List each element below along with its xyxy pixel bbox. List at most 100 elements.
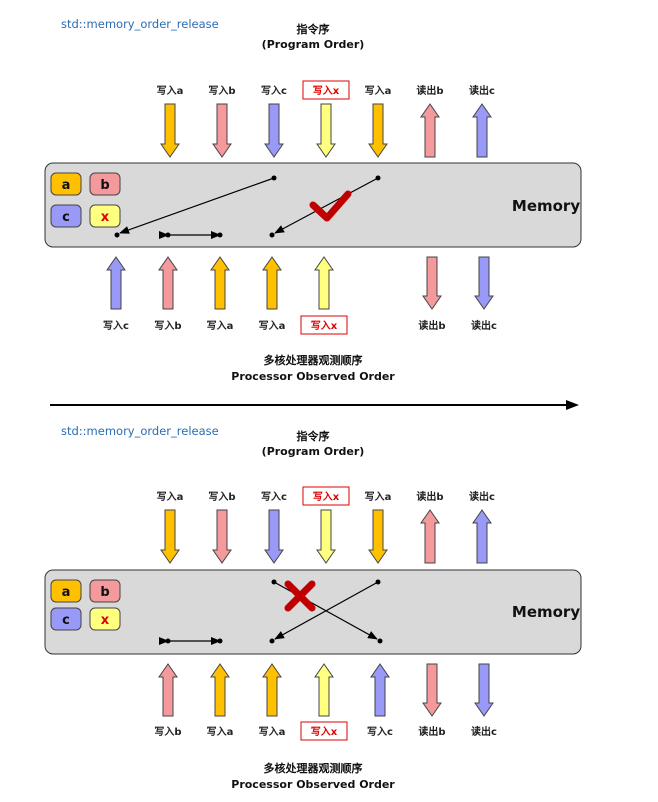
bottom-label: 写入c [367,726,393,738]
read-up-arrow [420,509,440,564]
observed-down-arrow [474,256,494,310]
memory-label: Memory [512,603,580,621]
reorder-point [269,638,275,644]
program-order-title-cn: 指令序 [297,429,330,443]
observed-title-en: Processor Observed Order [231,370,395,383]
top-label: 写入a [365,85,392,97]
bottom-label: 读出b [418,725,445,738]
write-down-arrow [316,509,336,564]
highlight-box [300,721,348,741]
observed-up-arrow [158,663,178,717]
top-label: 读出b [416,490,443,503]
reorder-point [271,175,277,181]
chip-c-label: c [62,210,70,225]
memory-box [44,569,582,655]
program-order-title-en: (Program Order) [262,38,365,51]
bottom-label: 写入a [259,320,286,332]
chip-c [50,204,82,228]
chip-a [50,579,82,603]
bottom-label: 写入b [154,726,181,738]
observed-down-arrow [422,663,442,717]
check-mark-icon [309,190,352,222]
observed-title-cn: 多核处理器观测顺序 [264,761,363,775]
chip-x [89,204,121,228]
reorder-point [165,638,171,644]
top-label: 写入a [157,85,184,97]
program-order-title-cn: 指令序 [297,22,330,36]
bottom-label: 写入c [103,320,129,332]
observed-up-arrow [314,663,334,717]
write-down-arrow [212,509,232,564]
section-release-ordered: std::memory_order_release 指令序 (Program O… [44,17,582,383]
chip-b [89,579,121,603]
reorder-point [217,638,223,644]
chip-a-label: a [62,585,71,600]
read-up-arrow [420,103,440,158]
chip-b-label: b [100,178,109,193]
bottom-label: 写入a [207,320,234,332]
highlight-box [302,80,350,100]
section-header: std::memory_order_release [61,424,219,438]
chip-b-label: b [100,585,109,600]
top-label: 写入b [208,85,235,97]
time-divider-arrowhead [566,400,579,410]
highlight-box [302,486,350,506]
observed-title-en: Processor Observed Order [231,778,395,791]
write-down-arrow [264,103,284,158]
reorder-point [375,175,381,181]
program-order-title-en: (Program Order) [262,445,365,458]
bottom-label-highlighted: 写入x [311,726,338,738]
top-label: 读出c [469,490,495,503]
top-label: 写入a [365,491,392,503]
observed-down-arrow [474,663,494,717]
reorder-point [271,579,277,585]
reorder-arrow [119,177,275,234]
bottom-label: 读出c [471,725,497,738]
write-down-arrow [160,509,180,564]
observed-title-cn: 多核处理器观测顺序 [264,353,363,367]
reorder-point [269,232,275,238]
chip-a [50,172,82,196]
top-label-highlighted: 写入x [313,491,340,503]
observed-up-arrow [262,256,282,310]
highlight-box [300,315,348,335]
read-up-arrow [472,103,492,158]
section-header: std::memory_order_release [61,17,219,31]
cross-mark-icon [284,580,316,612]
chip-c-label: c [62,613,70,628]
write-down-arrow [368,103,388,158]
observed-down-arrow [422,256,442,310]
bottom-label: 写入b [154,320,181,332]
chip-x-label: x [101,210,110,225]
chip-x [89,607,121,631]
top-label: 写入a [157,491,184,503]
bottom-label: 写入a [259,726,286,738]
bottom-label: 写入a [207,726,234,738]
top-label: 写入c [261,491,287,503]
write-down-arrow [212,103,232,158]
top-label: 写入c [261,85,287,97]
reorder-point [375,579,381,585]
chip-a-label: a [62,178,71,193]
observed-up-arrow [370,663,390,717]
observed-up-arrow [314,256,334,310]
bottom-label: 读出b [418,319,445,332]
observed-up-arrow [210,256,230,310]
observed-up-arrow [262,663,282,717]
write-down-arrow [160,103,180,158]
section-release-violated: std::memory_order_release 指令序 (Program O… [44,424,582,791]
top-label: 读出b [416,84,443,97]
read-up-arrow [472,509,492,564]
observed-up-arrow [210,663,230,717]
chip-b [89,172,121,196]
top-label-highlighted: 写入x [313,85,340,97]
write-down-arrow [264,509,284,564]
write-down-arrow [316,103,336,158]
bottom-label: 读出c [471,319,497,332]
top-label: 读出c [469,84,495,97]
bottom-label-highlighted: 写入x [311,320,338,332]
chip-x-label: x [101,613,110,628]
reorder-point [114,232,120,238]
top-label: 写入b [208,491,235,503]
